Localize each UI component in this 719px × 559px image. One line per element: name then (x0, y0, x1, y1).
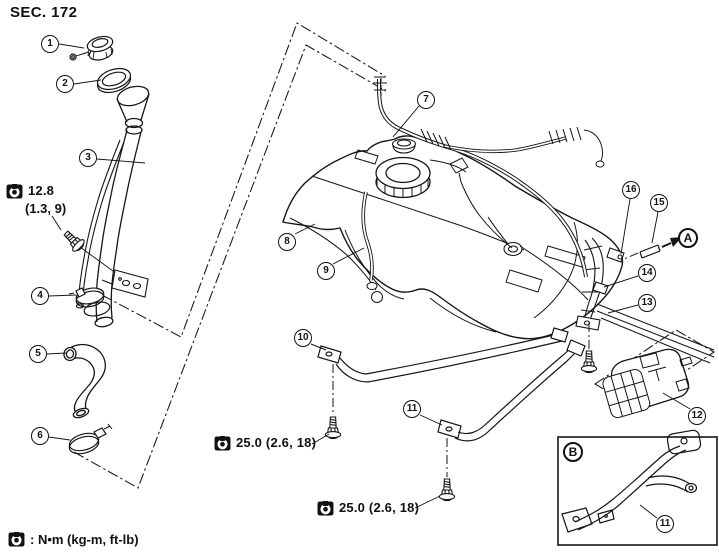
callout-13: 13 (638, 294, 656, 312)
callout-16: 16 (622, 181, 640, 199)
section-title: SEC. 172 (10, 4, 78, 21)
pin-and-arrow-a (639, 237, 682, 259)
view-label-a: A (678, 228, 698, 248)
phantom-boundary-lines (73, 22, 715, 489)
torque-value: 25.0 (2.6, 18) (236, 435, 317, 450)
callout-5: 5 (29, 345, 47, 363)
fuel-vent-tube (373, 76, 605, 301)
callout-6: 6 (31, 427, 49, 445)
torque-wrench-icon (214, 436, 231, 451)
tank-hose (361, 191, 378, 290)
inset-view-b (557, 429, 718, 546)
torque-value: 12.8 (28, 183, 55, 198)
callout-7: 7 (417, 91, 435, 109)
hose-clamp-upper (68, 287, 111, 317)
torque-wrench-icon (6, 184, 23, 199)
breather-cap (391, 138, 417, 154)
callout-14: 14 (638, 264, 656, 282)
callout-1: 1 (41, 35, 59, 53)
fuel-pump-lock-ring (375, 156, 431, 199)
callout-3: 3 (79, 149, 97, 167)
torque-spec-filler-bracket: 12.8 (6, 183, 55, 199)
rear-bracket-assembly (575, 237, 625, 331)
torque-spec-filler-bracket-alt: (1.3, 9) (25, 201, 67, 216)
filler-tube (75, 85, 150, 328)
filler-gasket (96, 67, 132, 94)
bolt-alignment-lines (332, 252, 639, 477)
callout-10: 10 (294, 329, 312, 347)
legend-text: : N•m (kg-m, ft-lb) (30, 532, 139, 547)
callout-2: 2 (56, 75, 74, 93)
torque-wrench-icon (8, 532, 25, 547)
frame-rails (596, 303, 715, 364)
view-label-b: B (563, 442, 583, 462)
tank-strap-front (317, 327, 569, 383)
callout-12: 12 (688, 407, 706, 425)
tank-strap-rear (437, 339, 586, 442)
callout-leaders (46, 43, 691, 519)
callout-15: 15 (650, 194, 668, 212)
evap-canister (602, 348, 693, 419)
torque-spec-strap-front: 25.0 (2.6, 18) (214, 435, 317, 451)
callout-11: 11 (403, 400, 421, 418)
filler-hose (63, 343, 107, 419)
callout-4: 4 (31, 287, 49, 305)
torque-legend: : N•m (kg-m, ft-lb) (8, 532, 139, 547)
torque-value: 25.0 (2.6, 18) (339, 500, 420, 515)
hose-clamp-lower (68, 423, 113, 455)
torque-spec-strap-rear: 25.0 (2.6, 18) (317, 500, 420, 516)
callout-8: 8 (278, 233, 296, 251)
filler-cap (69, 35, 114, 61)
callout-9: 9 (317, 262, 335, 280)
torque-wrench-icon (317, 501, 334, 516)
callout-11-inset: 11 (656, 515, 674, 533)
canister-phantom (594, 329, 715, 407)
fuel-tank (282, 135, 625, 340)
filler-tube-bracket (101, 269, 149, 298)
